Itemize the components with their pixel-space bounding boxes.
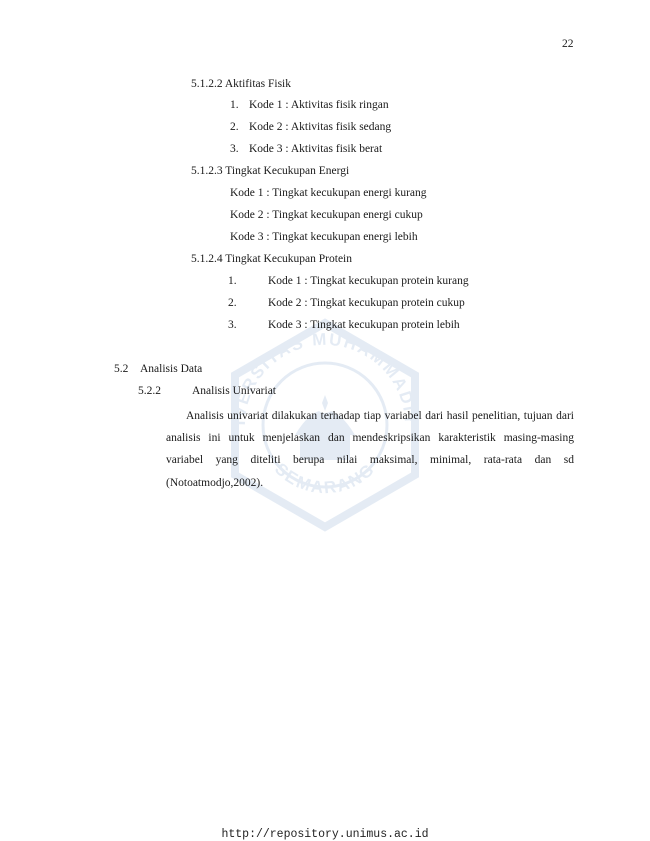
list-item: Kode 2 : Tingkat kecukupan energi cukup: [230, 209, 423, 221]
list-number: 2.: [228, 297, 237, 309]
section-heading-52: Analisis Data: [140, 363, 203, 375]
list-number: 1.: [230, 99, 239, 111]
page-number: 22: [562, 38, 574, 50]
list-number: 3.: [230, 143, 239, 155]
list-number: 2.: [230, 121, 239, 133]
list-item: Kode 3 : Aktivitas fisik berat: [249, 143, 383, 155]
section-number-52: 5.2: [114, 363, 129, 375]
footer-url: http://repository.unimus.ac.id: [221, 828, 429, 841]
subsection-heading-522: Analisis Univariat: [192, 385, 276, 397]
list-item: Kode 2 : Tingkat kecukupan protein cukup: [268, 297, 465, 309]
university-seal-watermark: UNIVERSITAS MUHAMMADIYAH SEMARANG: [215, 315, 419, 532]
subsection-heading-5123: 5.1.2.3 Tingkat Kecukupan Energi: [191, 165, 350, 177]
list-item: Kode 3 : Tingkat kecukupan protein lebih: [268, 319, 460, 331]
list-number: 3.: [228, 319, 237, 331]
list-item: Kode 1 : Tingkat kecukupan energi kurang: [230, 187, 427, 199]
subsection-heading-5122: 5.1.2.2 Aktifitas Fisik: [191, 78, 291, 90]
subsection-number-522: 5.2.2: [138, 385, 161, 397]
list-item: Kode 1 : Aktivitas fisik ringan: [249, 99, 389, 111]
list-number: 1.: [228, 275, 237, 287]
list-item: Kode 2 : Aktivitas fisik sedang: [249, 121, 392, 133]
subsection-heading-5124: 5.1.2.4 Tingkat Kecukupan Protein: [191, 253, 352, 265]
list-item: Kode 1 : Tingkat kecukupan protein kuran…: [268, 275, 469, 287]
body-paragraph: Analisis univariat dilakukan terhadap ti…: [166, 410, 574, 489]
list-item: Kode 3 : Tingkat kecukupan energi lebih: [230, 231, 418, 243]
